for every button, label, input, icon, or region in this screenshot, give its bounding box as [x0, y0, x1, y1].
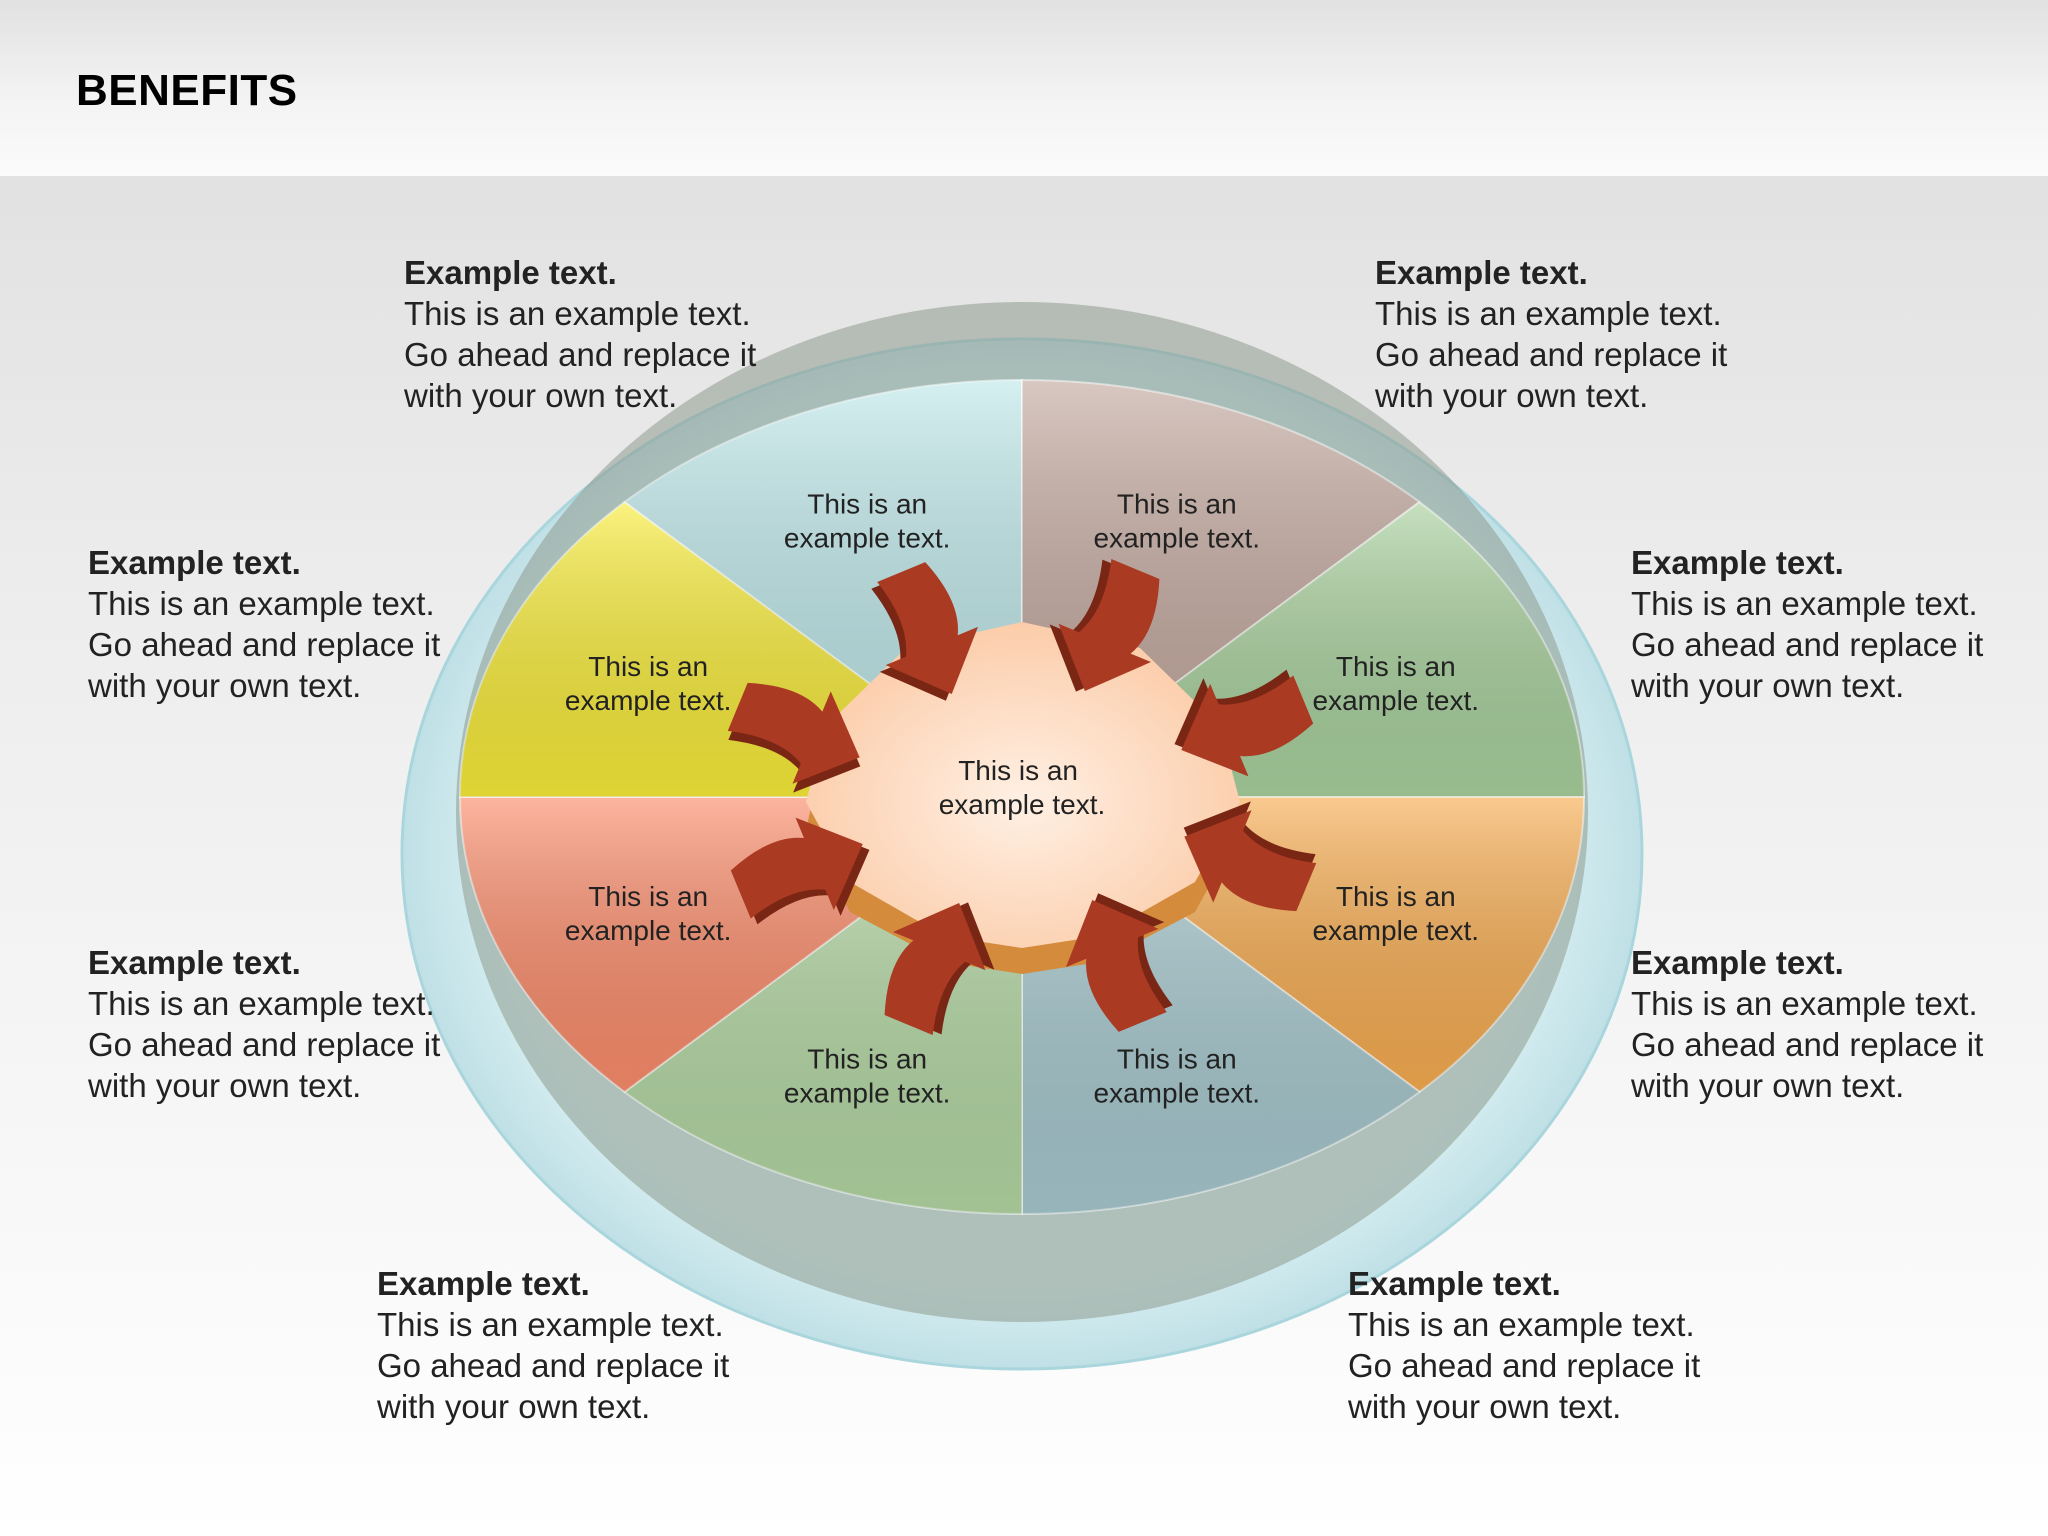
callout-title: Example text.: [88, 544, 301, 581]
arrow-body: [1065, 899, 1167, 1032]
arrow-body: [1181, 675, 1314, 777]
arrow-body: [884, 903, 986, 1035]
callout-body: This is an example text. Go ahead and re…: [404, 295, 757, 414]
page-title: BENEFITS: [76, 66, 298, 115]
inward-arrow: [1183, 801, 1317, 912]
callout-body: This is an example text. Go ahead and re…: [1631, 585, 1984, 704]
inward-arrows: [727, 559, 1317, 1035]
callout-body: This is an example text. Go ahead and re…: [88, 985, 441, 1104]
callout-title: Example text.: [1375, 254, 1588, 291]
arrow-body: [730, 817, 863, 919]
callout-top-right: Example text. This is an example text. G…: [1375, 252, 1755, 416]
callout-top-left: Example text. This is an example text. G…: [404, 252, 784, 416]
inward-arrow: [1049, 559, 1160, 692]
inward-arrow: [727, 682, 861, 793]
inward-arrow: [884, 902, 995, 1035]
inward-arrow: [730, 817, 870, 925]
callout-title: Example text.: [1348, 1265, 1561, 1302]
inward-arrow: [871, 562, 979, 701]
arrow-body: [877, 562, 979, 695]
arrow-body: [1058, 559, 1160, 691]
callout-title: Example text.: [1631, 544, 1844, 581]
callout-body: This is an example text. Go ahead and re…: [1631, 985, 1984, 1104]
callout-body: This is an example text. Go ahead and re…: [377, 1306, 730, 1425]
callout-body: This is an example text. Go ahead and re…: [1375, 295, 1728, 414]
callout-bottom-left: Example text. This is an example text. G…: [377, 1263, 757, 1427]
callout-title: Example text.: [88, 944, 301, 981]
callout-title: Example text.: [404, 254, 617, 291]
callout-body: This is an example text. Go ahead and re…: [88, 585, 441, 704]
inward-arrow: [1174, 669, 1314, 777]
callout-title: Example text.: [377, 1265, 590, 1302]
header-band: BENEFITS: [0, 0, 2048, 176]
callout-upper-right: Example text. This is an example text. G…: [1631, 542, 2011, 706]
callout-title: Example text.: [1631, 944, 1844, 981]
hub: [806, 622, 1240, 948]
hub-label: This is an example text.: [939, 755, 1106, 820]
callout-bottom-right: Example text. This is an example text. G…: [1348, 1263, 1728, 1427]
arrow-body: [727, 682, 860, 784]
callout-lower-right: Example text. This is an example text. G…: [1631, 942, 2011, 1106]
inward-arrow: [1065, 893, 1173, 1032]
callout-body: This is an example text. Go ahead and re…: [1348, 1306, 1701, 1425]
arrow-body: [1184, 810, 1317, 912]
callout-lower-left: Example text. This is an example text. G…: [88, 942, 468, 1106]
callout-upper-left: Example text. This is an example text. G…: [88, 542, 468, 706]
